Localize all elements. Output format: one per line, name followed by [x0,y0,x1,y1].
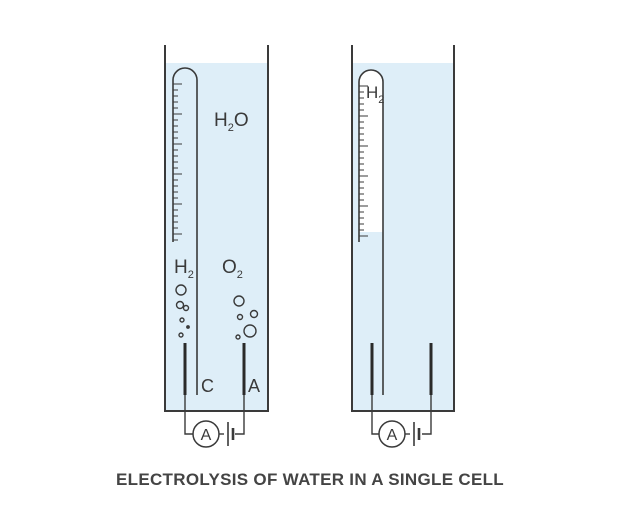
gas-bubble-icon [175,284,190,338]
right-tube-gas [359,70,383,232]
battery-icon [227,422,235,446]
oxygen-label: O2 [222,257,243,281]
ammeter-icon: A [192,420,220,448]
left-circuit [184,395,245,435]
ammeter-icon: A [378,420,406,448]
right-tube-scale [359,85,368,237]
right-cell: H2 A [351,45,455,448]
svg-text:A: A [387,427,398,444]
hydrogen-label: H2 [174,257,194,281]
diagram-caption: ELECTROLYSIS OF WATER IN A SINGLE CELL [116,470,504,489]
gas-bubble-icon [233,295,259,340]
left-beaker [164,45,269,412]
anode-label: A [248,376,260,396]
left-water [165,63,268,411]
svg-text:A: A [201,427,212,444]
left-graduated-tube [172,67,198,395]
water-label: H2O [214,110,249,134]
cathode-label: C [201,376,214,396]
tube-hydrogen-label: H2 [366,83,384,106]
right-beaker [351,45,455,412]
left-tube-scale [173,83,182,241]
right-graduated-tube [358,69,384,395]
battery-icon [413,422,421,446]
left-cell: H2O H2 O2 C A [164,45,269,448]
right-circuit [371,395,432,435]
